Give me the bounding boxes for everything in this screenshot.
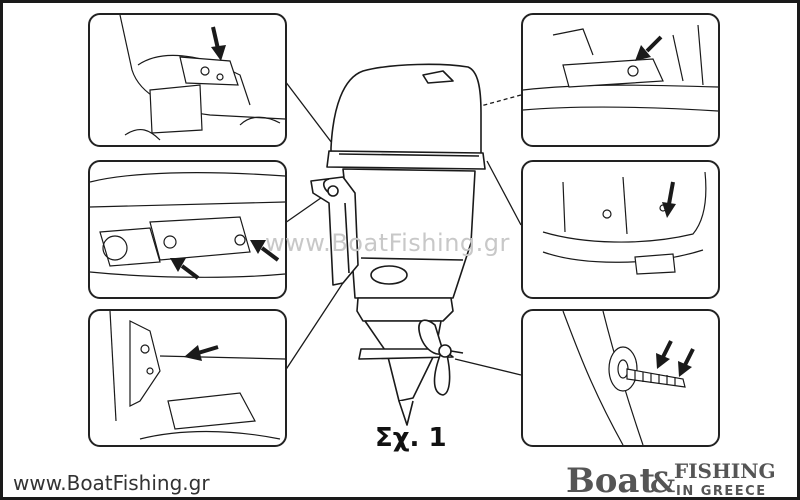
watermark-text: www.BoatFishing.gr — [265, 229, 510, 257]
boatfishing-logo: Boat & FISHING IN GREECE — [566, 459, 776, 498]
footer-url: www.BoatFishing.gr — [13, 471, 210, 495]
detail-panel-middle-right — [521, 160, 720, 299]
detail-panel-top-right — [521, 13, 720, 147]
logo-word-in-greece: IN GREECE — [676, 484, 767, 498]
arrow-icon — [170, 258, 200, 280]
logo-ampersand: & — [650, 466, 675, 498]
outboard-motor — [310, 63, 486, 426]
arrow-icon — [656, 340, 673, 369]
arrow-icon — [184, 345, 219, 361]
arrow-icon — [678, 348, 695, 377]
arrow-icon — [662, 181, 676, 218]
arrow-icon — [211, 26, 226, 61]
detail-panel-bottom-left — [88, 309, 287, 447]
detail-panel-middle-left — [88, 160, 287, 299]
arrow-icon — [250, 240, 280, 262]
detail-panel-top-left — [88, 13, 287, 147]
logo-word-boat: Boat — [566, 461, 655, 498]
detail-panel-bottom-right — [521, 309, 720, 447]
figure-caption: Σχ. 1 — [375, 423, 447, 453]
arrow-icon — [635, 35, 663, 61]
logo-word-fishing: FISHING — [674, 459, 776, 483]
